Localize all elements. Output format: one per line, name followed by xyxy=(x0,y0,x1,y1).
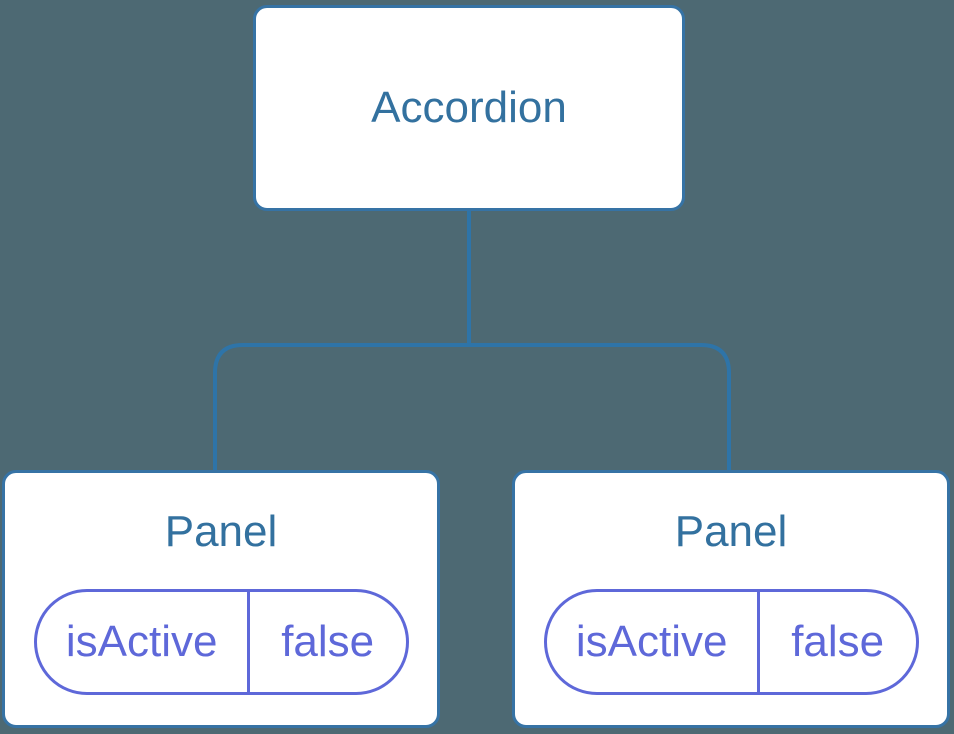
connector-branch xyxy=(213,343,731,470)
prop-value: false xyxy=(791,617,885,666)
panel-node-label: Panel xyxy=(674,507,788,556)
pill-divider xyxy=(246,592,250,692)
prop-name: isActive xyxy=(65,617,218,666)
prop-pill: isActive false xyxy=(33,589,409,695)
panel-node-left: Panel isActive false xyxy=(2,470,440,728)
prop-value: false xyxy=(281,617,375,666)
accordion-node: Accordion xyxy=(253,5,685,211)
prop-pill: isActive false xyxy=(543,589,919,695)
panel-node-label: Panel xyxy=(164,507,278,556)
pill-divider xyxy=(756,592,760,692)
accordion-node-label: Accordion xyxy=(371,83,567,132)
prop-name: isActive xyxy=(575,617,728,666)
panel-node-right: Panel isActive false xyxy=(512,470,950,728)
